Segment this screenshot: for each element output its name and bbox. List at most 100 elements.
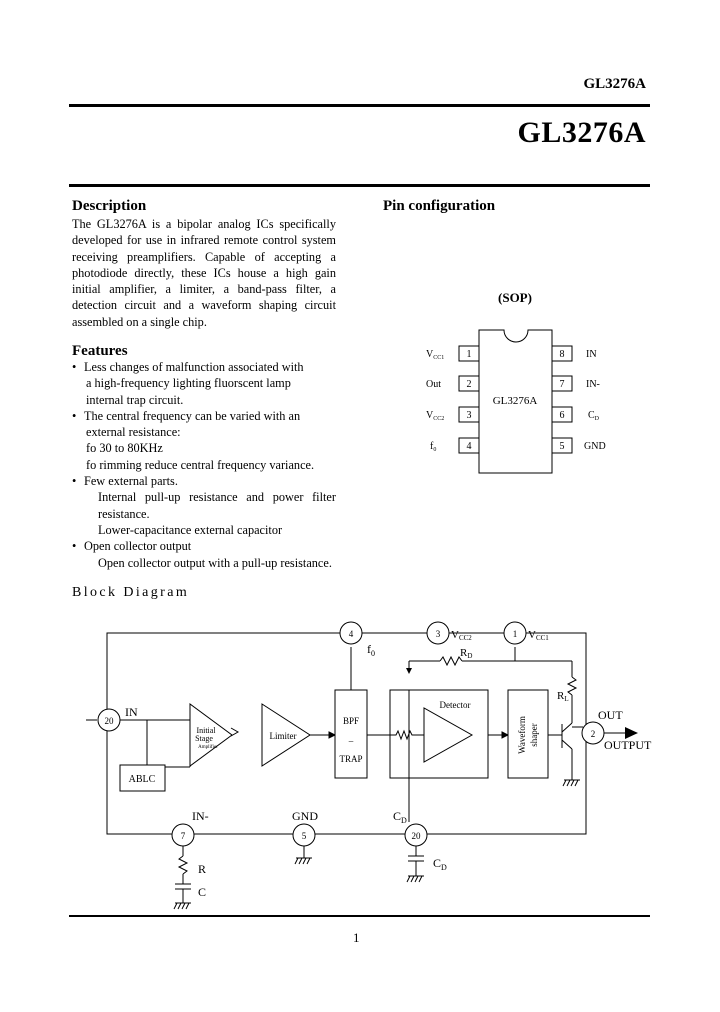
vcc2-label: VCC2 bbox=[451, 629, 472, 642]
block-diagram: Initial Stage Amplifier ABLC Limiter BPF… bbox=[86, 621, 652, 910]
svg-text:Limiter: Limiter bbox=[270, 731, 297, 741]
package-label: (SOP) bbox=[498, 290, 532, 305]
feature-line: Open collector output with a pull-up res… bbox=[98, 555, 332, 570]
feature-line: Lower-capacitance external capacitor bbox=[98, 522, 283, 537]
pin-5: 5 GND bbox=[551, 437, 606, 454]
ground-icon bbox=[173, 902, 191, 910]
cd-cap-label: CD bbox=[433, 856, 447, 872]
svg-text:3: 3 bbox=[436, 629, 441, 639]
footer-rule bbox=[69, 915, 650, 917]
svg-text:Out: Out bbox=[426, 379, 441, 390]
pin-2: 2 Out bbox=[426, 375, 480, 392]
svg-text:Stage: Stage bbox=[195, 734, 213, 743]
description-heading: Description bbox=[72, 198, 147, 214]
feature-line: a high-frequency lighting fluorscent lam… bbox=[86, 376, 291, 391]
pin-out: 2 bbox=[581, 721, 605, 745]
ground-icon bbox=[294, 857, 312, 865]
svg-text:Amplifier: Amplifier bbox=[198, 745, 218, 750]
svg-text:ABLC: ABLC bbox=[129, 774, 156, 785]
in-label: IN bbox=[125, 705, 138, 719]
svg-text:8: 8 bbox=[560, 349, 565, 360]
feature-line: fo 30 to 80KHz bbox=[86, 441, 163, 456]
ground-icon bbox=[562, 779, 580, 787]
feature-line: external resistance: bbox=[86, 425, 181, 440]
in-minus-label: IN- bbox=[192, 809, 209, 823]
waveform-shaper-block: Waveform shaper bbox=[507, 689, 549, 779]
svg-text:VCC1: VCC1 bbox=[426, 349, 444, 361]
svg-text:IN: IN bbox=[586, 349, 597, 360]
pin-vcc2: 3 bbox=[426, 621, 450, 645]
pin-8: 8 IN bbox=[551, 345, 597, 362]
features-heading: Features bbox=[72, 343, 128, 359]
f0-label: f0 bbox=[367, 642, 375, 658]
pin-6: 6 CD bbox=[551, 406, 600, 423]
svg-text:7: 7 bbox=[560, 379, 565, 390]
svg-text:7: 7 bbox=[181, 831, 186, 841]
feature-item: • The central frequency can be varied wi… bbox=[72, 408, 336, 473]
feature-line: Few external parts. bbox=[84, 474, 178, 489]
block-diagram-heading: Block Diagram bbox=[72, 585, 190, 600]
feature-line: fo rimming reduce central frequency vari… bbox=[86, 457, 315, 472]
title-rule bbox=[69, 184, 650, 187]
pin-gnd: 5 bbox=[292, 823, 316, 847]
svg-text:shaper: shaper bbox=[529, 723, 539, 747]
svg-text:CD: CD bbox=[588, 410, 600, 422]
svg-text:4: 4 bbox=[467, 441, 472, 452]
svg-text:2: 2 bbox=[591, 729, 596, 739]
features-list: • Less changes of malfunction associated… bbox=[72, 359, 336, 571]
pin-in: 20 bbox=[97, 708, 121, 732]
svg-text:3: 3 bbox=[467, 410, 472, 421]
ground-icon bbox=[406, 875, 424, 883]
bpf-trap-block: BPF – TRAP bbox=[334, 689, 368, 779]
svg-text:2: 2 bbox=[467, 379, 472, 390]
pin-config-diagram: (SOP) GL3276A 1 VCC1 2 Out 3 VCC2 4 f0 8… bbox=[426, 290, 606, 474]
header-rule bbox=[69, 104, 650, 107]
feature-line: internal trap circuit. bbox=[86, 392, 184, 407]
pin-config-heading: Pin configuration bbox=[383, 198, 496, 214]
rl-label: RL bbox=[557, 690, 569, 703]
svg-text:VCC2: VCC2 bbox=[426, 410, 444, 422]
r-label: R bbox=[198, 862, 206, 876]
svg-text:IN-: IN- bbox=[586, 379, 600, 390]
page-title: GL3276A bbox=[517, 116, 646, 149]
feature-item: • Less changes of malfunction associated… bbox=[72, 359, 336, 408]
pin-vcc1: 1 bbox=[503, 621, 527, 645]
header-part-number: GL3276A bbox=[583, 76, 646, 92]
out-label: OUT bbox=[598, 708, 623, 722]
svg-text:Waveform: Waveform bbox=[517, 716, 527, 754]
svg-text:6: 6 bbox=[560, 410, 565, 421]
page-number: 1 bbox=[353, 930, 360, 945]
feature-line: Less changes of malfunction associated w… bbox=[84, 360, 304, 374]
feature-line: Open collector output bbox=[84, 539, 192, 554]
svg-text:1: 1 bbox=[513, 629, 518, 639]
rd-label: RD bbox=[460, 647, 472, 660]
svg-text:20: 20 bbox=[105, 716, 115, 726]
output-label: OUTPUT bbox=[604, 738, 652, 752]
cd-label: CD bbox=[393, 809, 407, 825]
description-text: The GL3276A is a bipolar analog ICs spec… bbox=[72, 217, 336, 329]
svg-text:Initial: Initial bbox=[196, 726, 216, 735]
pin-4: 4 f0 bbox=[430, 437, 480, 454]
pin-3: 3 VCC2 bbox=[426, 406, 480, 423]
gnd-label: GND bbox=[292, 809, 318, 823]
c-label: C bbox=[198, 885, 206, 899]
svg-text:BPF: BPF bbox=[343, 716, 359, 726]
svg-text:5: 5 bbox=[560, 441, 565, 452]
svg-text:TRAP: TRAP bbox=[339, 754, 362, 764]
output-arrow-icon bbox=[625, 727, 638, 739]
feature-line: Internal pull-up resistance and power fi… bbox=[98, 490, 336, 521]
svg-text:f0: f0 bbox=[430, 441, 436, 453]
svg-text:4: 4 bbox=[349, 629, 354, 639]
svg-text:20: 20 bbox=[412, 831, 422, 841]
feature-line: The central frequency can be varied with… bbox=[84, 408, 301, 423]
svg-text:5: 5 bbox=[302, 831, 307, 841]
svg-text:–: – bbox=[348, 736, 354, 746]
svg-text:Detector: Detector bbox=[440, 700, 471, 710]
feature-item: • Few external parts. Internal pull-up r… bbox=[72, 474, 336, 537]
vcc1-label: VCC1 bbox=[528, 629, 549, 642]
chip-label: GL3276A bbox=[493, 395, 538, 407]
svg-text:1: 1 bbox=[467, 349, 472, 360]
feature-item: • Open collector output Open collector o… bbox=[72, 538, 336, 571]
pin-in-minus: 7 bbox=[171, 823, 195, 847]
limiter-block: Limiter bbox=[261, 703, 311, 767]
